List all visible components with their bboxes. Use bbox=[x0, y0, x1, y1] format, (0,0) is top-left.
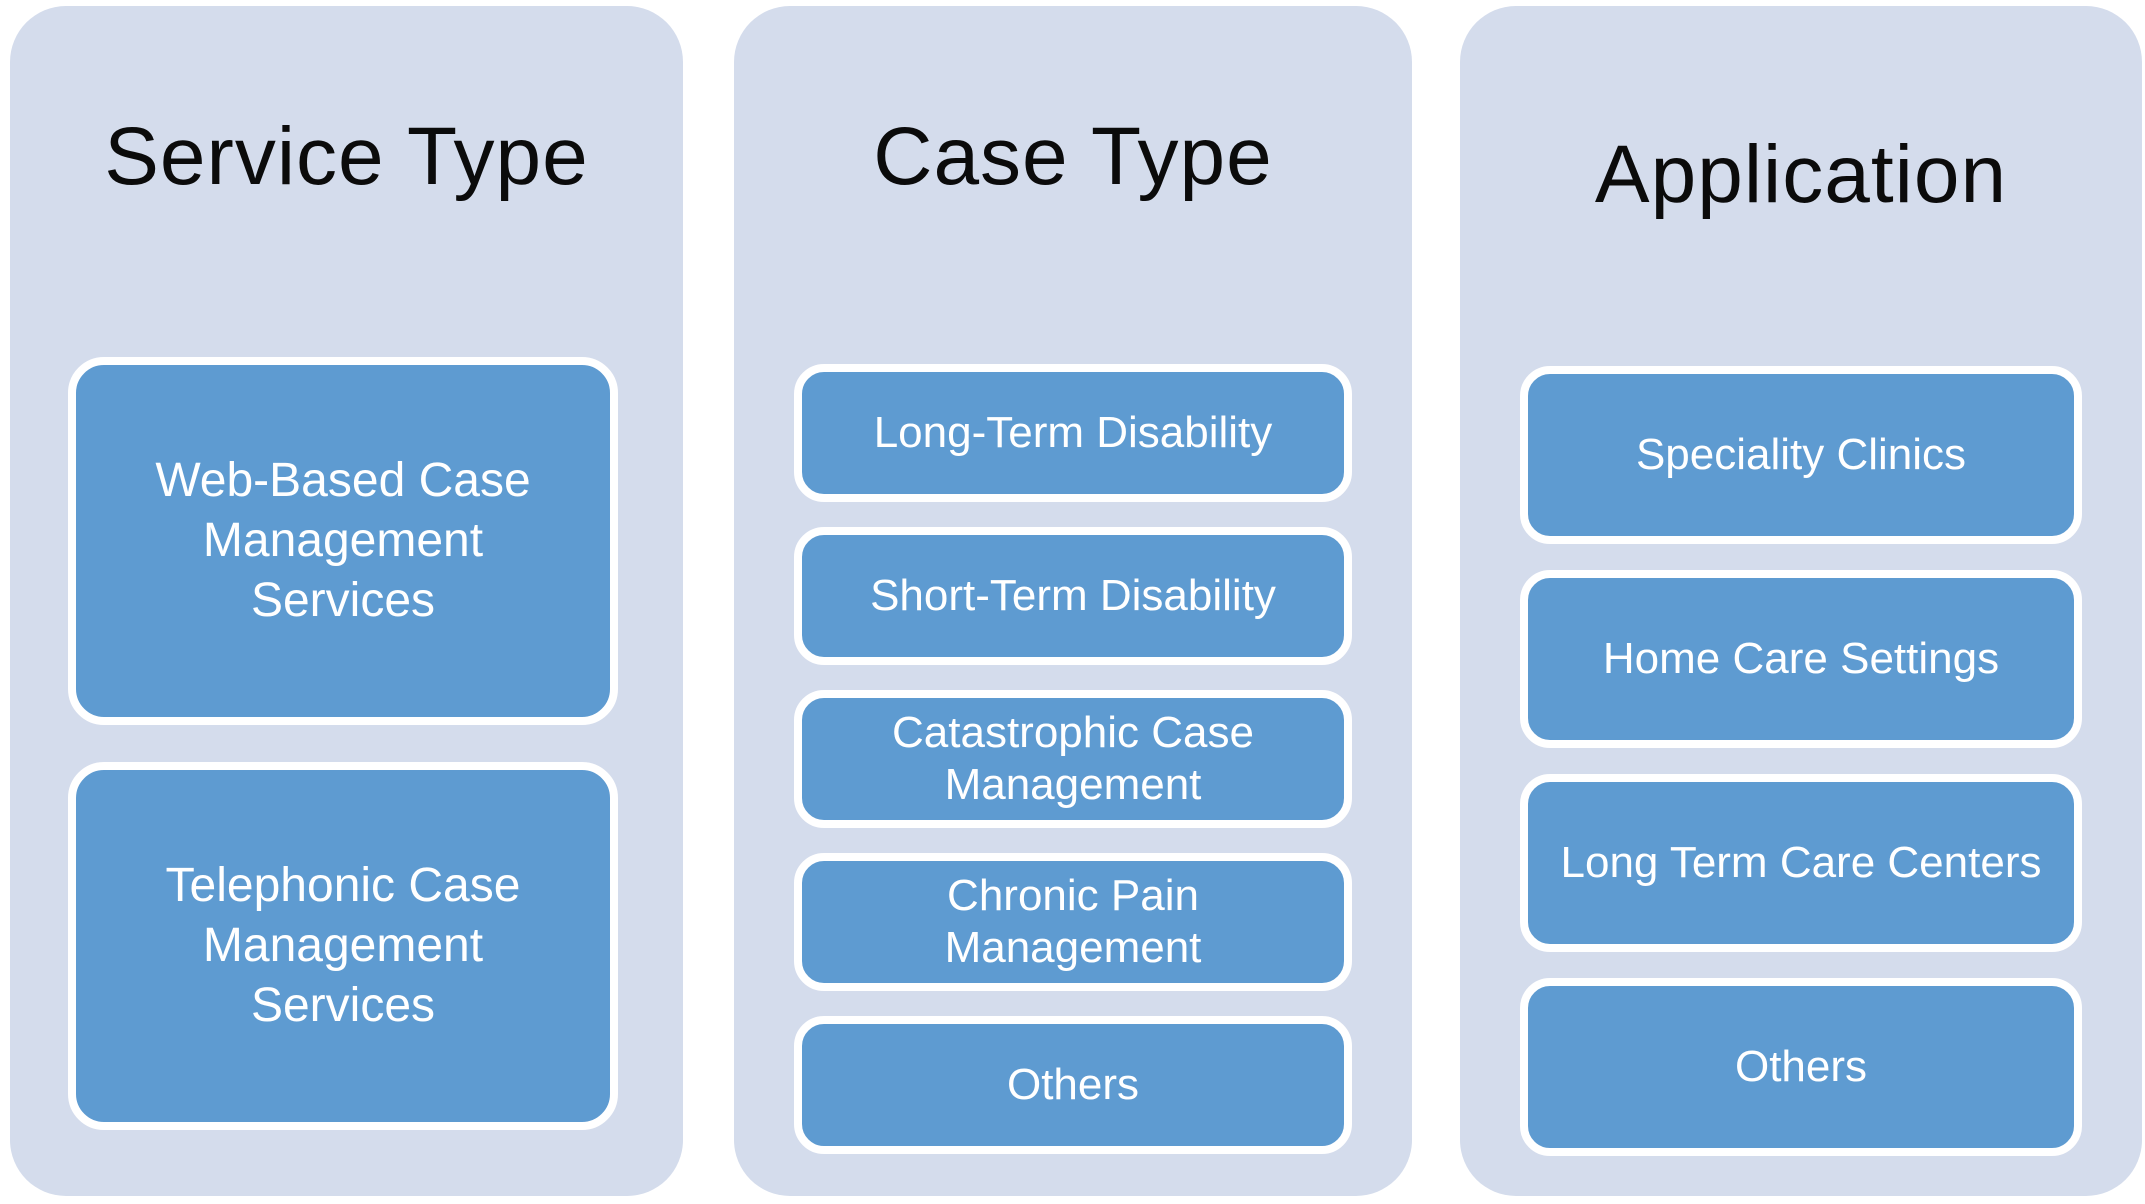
diagram-box-chronic-pain-management: Chronic Pain Management bbox=[794, 853, 1352, 991]
diagram-box-label: Others bbox=[1734, 1042, 1868, 1092]
diagram-box-catastrophic-case-management: Catastrophic Case Management bbox=[794, 690, 1352, 828]
column-title-case-type: Case Type bbox=[873, 111, 1273, 202]
diagram-box-label: Long Term Care Centers bbox=[1560, 838, 2042, 888]
diagram-box-label: Long-Term Disability bbox=[873, 408, 1273, 458]
diagram-box-short-term-disability: Short-Term Disability bbox=[794, 527, 1352, 665]
diagram-box-label: Others bbox=[1006, 1060, 1140, 1110]
diagram-box-label: Chronic Pain Management bbox=[944, 871, 1202, 972]
column-panel-case-type: Case Type Long-Term Disability Short-Ter… bbox=[734, 6, 1412, 1196]
diagram-box-label: Short-Term Disability bbox=[870, 571, 1276, 621]
diagram-box-speciality-clinics: Speciality Clinics bbox=[1520, 366, 2082, 544]
diagram-box-long-term-care-centers: Long Term Care Centers bbox=[1520, 774, 2082, 952]
diagram-box-web-based-case-management-services: Web-Based Case Management Services bbox=[68, 357, 618, 725]
diagram-box-home-care-settings: Home Care Settings bbox=[1520, 570, 2082, 748]
diagram-box-label: Web-Based Case Management Services bbox=[155, 454, 531, 627]
diagram-box-label: Speciality Clinics bbox=[1635, 430, 1967, 480]
diagram-box-long-term-disability: Long-Term Disability bbox=[794, 364, 1352, 502]
diagram-box-label: Catastrophic Case Management bbox=[892, 708, 1254, 809]
diagram-box-telephonic-case-management-services: Telephonic Case Management Services bbox=[68, 762, 618, 1130]
diagram-box-label: Telephonic Case Management Services bbox=[165, 859, 521, 1032]
diagram-box-case-type-others: Others bbox=[794, 1016, 1352, 1154]
column-title-service-type: Service Type bbox=[104, 111, 589, 202]
diagram-box-label: Home Care Settings bbox=[1602, 634, 2000, 684]
column-title-application: Application bbox=[1594, 129, 2008, 220]
column-panel-application: Application Speciality Clinics Home Care… bbox=[1460, 6, 2142, 1196]
diagram-box-application-others: Others bbox=[1520, 978, 2082, 1156]
column-panel-service-type: Service Type Web-Based Case Management S… bbox=[10, 6, 683, 1196]
